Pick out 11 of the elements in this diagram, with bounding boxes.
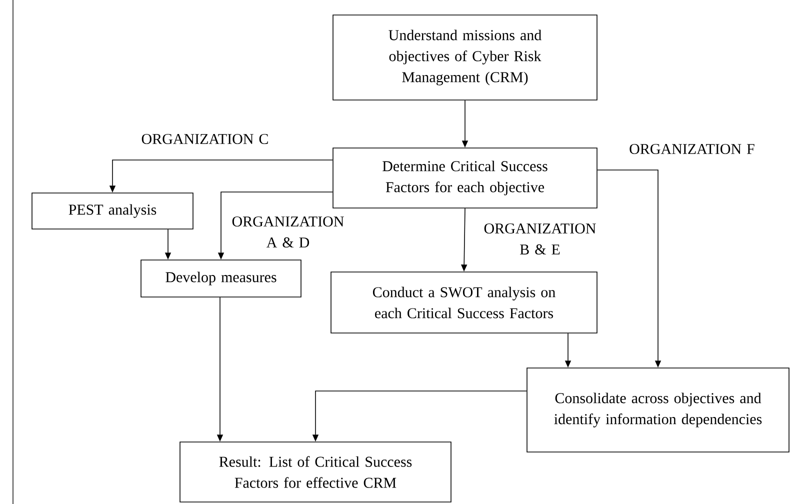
edge-label: ORGANIZATION F bbox=[630, 144, 754, 154]
edge-label: ORGANIZATION C bbox=[142, 134, 268, 144]
edge-label: ORGANIZATION B & E bbox=[484, 223, 596, 255]
process-box: Develop measures bbox=[140, 260, 302, 298]
process-box: Consolidate across objectives and identify information dependencies bbox=[526, 368, 790, 452]
process-box: Determine Critical Success Factors for each objective bbox=[332, 148, 598, 208]
process-box: Result: List of Critical Success Factors for effective CRM bbox=[180, 442, 452, 502]
edge-label: ORGANIZATION A & D bbox=[232, 216, 344, 248]
process-box: PEST analysis bbox=[32, 192, 194, 230]
process-box: Conduct a SWOT analysis on each Critical Success Factors bbox=[330, 272, 598, 334]
process-box: Understand missions and objectives of Cyber Risk Management (CRM) bbox=[332, 14, 598, 100]
